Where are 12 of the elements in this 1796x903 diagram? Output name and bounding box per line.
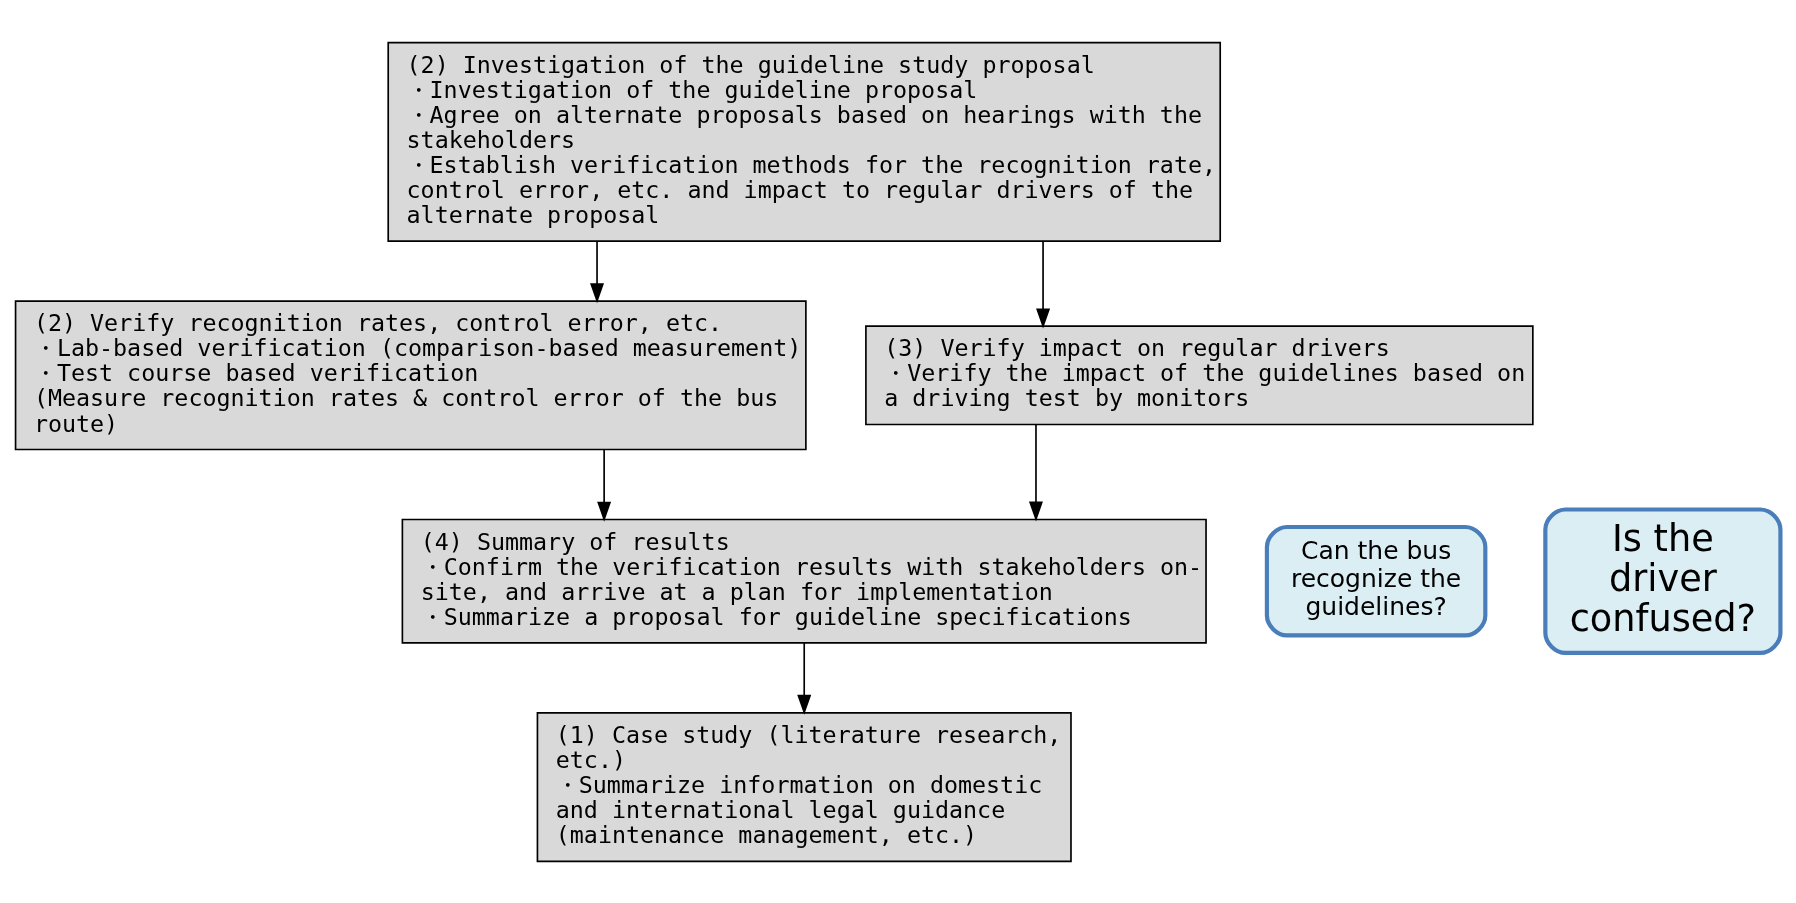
arrow [590,240,605,303]
node-box: (1) Case study (literature research, etc.) ・Summarize information on domestic and international legal guidance (maintenance management, etc.) [536,711,1072,862]
node-box: (3) Verify impact on regular drivers ・Verify the impact of the guidelines based on a driving test by monitors [865,324,1534,425]
node-box: Is the driver confused? [1543,506,1783,655]
arrow [797,641,812,715]
node-box: (4) Summary of results ・Confirm the verification results with stakeholders on-site, and arrive at a plan for implementation ・Summarize a proposal for guideline specifications [401,518,1207,644]
arrow [597,448,612,522]
arrow [1036,240,1051,329]
node-box: (2) Verify recognition rates, control error, etc. ・Lab-based verification (comparison-based measurement) ・Test course based verification (Measure recognition rates & control error of the bus route) [14,299,807,450]
node-box: (2) Investigation of the guideline study proposal ・Investigation of the guideline proposal ・Agree on alternate proposals based on hearings with the stakeholders ・Establish verification methods for the recognition rate, control error, etc. and impact to regular drivers of the alternate proposal [387,41,1222,242]
arrow [1028,423,1043,522]
node-box: Can the bus recognize the guidelines? [1264,524,1488,637]
